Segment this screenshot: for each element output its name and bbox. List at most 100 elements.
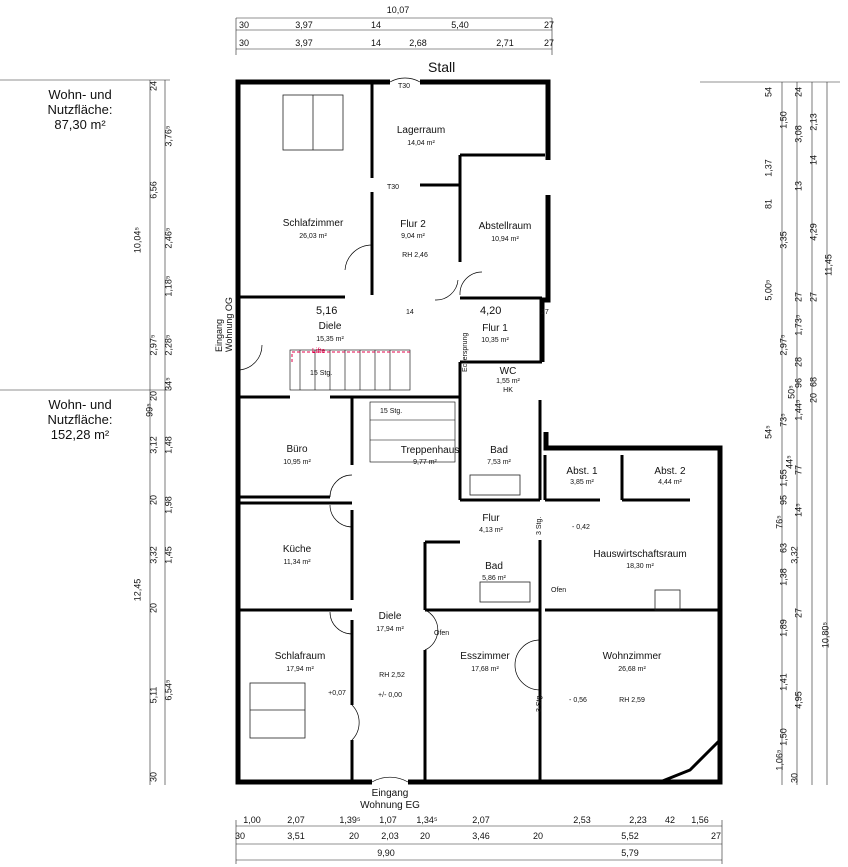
top-dim-r3: 30 [238, 38, 250, 48]
right-dim-c2: 1,55 [778, 469, 789, 487]
right-dim-c3: 13 [793, 180, 804, 192]
right-dim-c4: 14⁵ [793, 503, 804, 517]
left-dim-mid: 20 [148, 602, 159, 614]
top-dim-r3: 27 [543, 38, 555, 48]
left-dim-inner: 1,45 [163, 546, 174, 564]
room-esszimmer-area: 17,68 m² [471, 666, 499, 673]
left-dim-inner: 1,18⁵ [163, 275, 174, 297]
left-dim-mid: 3,12 [148, 436, 159, 454]
bottom-dim-r2: 20 [419, 831, 431, 841]
entrance-eg-line-2: Wohnung EG [360, 799, 420, 811]
room-flur2-rh: RH 2,46 [402, 252, 428, 259]
right-dim-c4: 20 [808, 392, 819, 404]
summary-og-label-2: Nutzfläche: [47, 101, 113, 117]
room-abst1-area: 3,85 m² [570, 479, 594, 486]
room-lagerraum-area: 14,04 m² [407, 140, 435, 147]
summary-og-label-1: Wohn- und [48, 87, 112, 102]
bottom-dim-r1: 1,39⁵ [339, 815, 361, 825]
room-abst1-name: Abst. 1 [566, 466, 598, 477]
bottom-dim-r1: 1,34⁵ [416, 815, 438, 825]
room-flur2-area: 9,04 m² [401, 233, 425, 240]
note-stg15-b: 15 Stg. [380, 408, 403, 415]
right-dim-c2: 95 [778, 494, 789, 506]
left-dim-inner: 2,46⁵ [163, 227, 174, 249]
bottom-dim-r2: 2,03 [381, 831, 399, 841]
left-dim-inner: 1,98 [163, 496, 174, 514]
inner-walls [238, 82, 720, 782]
note-stg15-a: 15 Stg. [310, 370, 333, 377]
top-dim-r2: 3,97 [295, 20, 313, 30]
bottom-dim-r1: 2,23 [629, 815, 647, 825]
room-abstellraum-area: 10,94 m² [491, 236, 519, 243]
bottom-dim-r2: 20 [532, 831, 544, 841]
summary-eg-value: 152,28 m² [50, 426, 110, 442]
entrance-eg-line-1: Eingang [371, 788, 409, 799]
bottom-dim-r2: 20 [348, 831, 360, 841]
room-kueche-area: 11,34 m² [283, 559, 311, 566]
top-dim-r3: 2,71 [496, 38, 514, 48]
left-dim-inner: 34⁵ [163, 377, 174, 391]
bottom-dim-r1: 42 [664, 815, 676, 825]
right-dim-c2: 1,50 [778, 111, 789, 129]
room-abstellraum-name: Abstellraum [478, 221, 532, 232]
summary-og: Wohn- und Nutzfläche: 87,30 m² [30, 87, 130, 133]
top-dim-r2: 30 [238, 20, 250, 30]
left-dim-mid: 3,32 [148, 546, 159, 564]
entrance-eg-label: Eingang Wohnung EG [360, 788, 420, 811]
room-wc-name: WC [499, 366, 517, 377]
bottom-dim-r1: 2,07 [287, 815, 305, 825]
right-dim-c3: 27 [793, 291, 804, 303]
bottom-dim-r2: 30 [234, 831, 246, 841]
note-lifte: Lifte [312, 348, 326, 355]
room-treppenhaus-name: Treppenhaus [400, 445, 460, 456]
note-eckersprung: Eckersprung [462, 332, 469, 372]
dimension-lines [0, 17, 840, 864]
right-dim-c1: 3,32 [789, 546, 800, 564]
right-dim-c1: 1,37 [763, 159, 774, 177]
right-dim-c1: 1,06⁵ [774, 749, 785, 771]
bottom-dim-r2: 3,46 [472, 831, 490, 841]
room-buero-area: 10,95 m² [283, 459, 311, 466]
room-flur-eg-area: 4,13 m² [479, 527, 503, 534]
right-dim-c2: 3,35 [778, 231, 789, 249]
bottom-dim-r3: 9,90 [377, 848, 395, 858]
summary-eg: Wohn- und Nutzfläche: 152,28 m² [30, 397, 130, 443]
note-stg3-a: 3 Stg. [536, 516, 543, 535]
room-schlafraum-area: 17,94 m² [286, 666, 314, 673]
room-bad-eg-area: 5,86 m² [482, 575, 506, 582]
room-wohnzimmer-area: 26,68 m² [618, 666, 646, 673]
right-dim-c3: 24 [793, 86, 804, 98]
stall-label: Stall [428, 59, 456, 75]
right-dim-c2: 2,97⁵ [778, 334, 789, 356]
furniture [249, 94, 681, 739]
right-dim-c4: 2,13 [808, 113, 819, 131]
note-t30-mid: T30 [387, 184, 400, 191]
bottom-dim-r1: 1,56 [691, 815, 709, 825]
note-dim-420: 4,20 [480, 305, 502, 317]
right-dim-c1: 10,80⁵ [820, 621, 831, 649]
bottom-dim-r2: 5,52 [621, 831, 639, 841]
left-dim-mid: 6,56 [148, 181, 159, 199]
entrance-og-line-2: Wohnung OG [223, 297, 234, 352]
left-dim-inner: 3,76⁵ [163, 125, 174, 147]
summary-og-value: 87,30 m² [54, 116, 106, 132]
right-dim-c5: 11,45 [823, 254, 834, 276]
top-dim-r3: 14 [370, 38, 382, 48]
bottom-dim-r3: 5,79 [621, 848, 639, 858]
bottom-dim-r1: 2,53 [573, 815, 591, 825]
right-dim-c3: 4,95 [793, 691, 804, 709]
top-dim-r2: 14 [370, 20, 382, 30]
room-schlafraum-name: Schlafraum [274, 651, 326, 662]
room-diele-og-name: Diele [318, 321, 342, 332]
room-flur-eg-name: Flur [482, 513, 500, 524]
room-diele-eg-level: +/- 0,00 [378, 692, 402, 699]
top-dim-total: 10,07 [386, 5, 410, 15]
room-buero-name: Büro [286, 444, 308, 455]
room-diele-eg-rh: RH 2,52 [379, 672, 405, 679]
left-dim-inner: 6,54⁵ [163, 679, 174, 701]
bottom-dim-r1: 1,07 [379, 815, 397, 825]
room-diele-og-area: 15,35 m² [316, 336, 344, 343]
left-dim-mid: 20 [148, 494, 159, 506]
room-wc-note: HK [503, 387, 513, 394]
left-dim-outer: 10,04⁵ [132, 226, 143, 254]
